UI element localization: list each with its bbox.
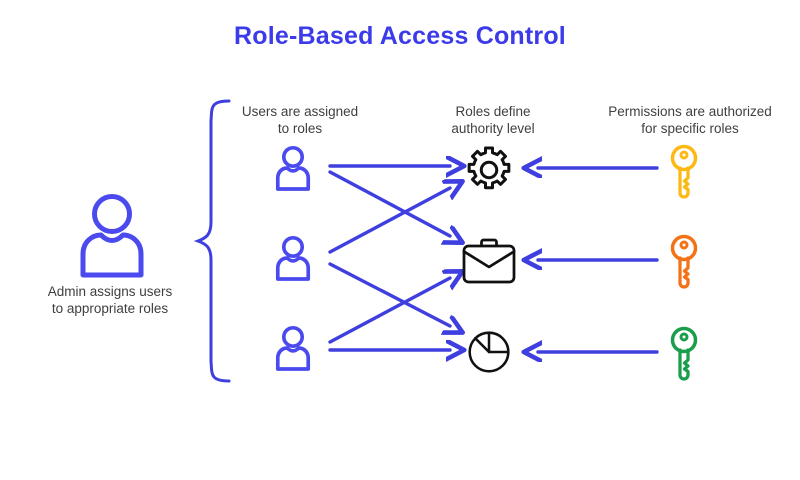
briefcase-icon (462, 238, 516, 284)
person-icon (275, 235, 311, 281)
key-3 (668, 325, 700, 383)
caption-admin: Admin assigns users to appropriate roles (47, 284, 173, 316)
pie-chart-icon (468, 331, 510, 373)
users-group-brace (193, 99, 231, 383)
arrow-u1-briefcase (328, 170, 450, 236)
key-icon (670, 234, 698, 289)
role-briefcase (461, 238, 517, 284)
key-icon (670, 144, 698, 199)
key-1 (668, 143, 700, 201)
key-icon (670, 326, 698, 381)
arrow-u3-briefcase (328, 278, 450, 344)
page-title: Role-Based Access Control (234, 22, 566, 50)
caption-users: Users are assigned to roles (241, 104, 359, 136)
person-icon (275, 325, 311, 371)
person-icon (275, 145, 311, 191)
user-3 (272, 325, 314, 371)
arrow-u2-gear (328, 188, 450, 254)
person-icon (80, 194, 144, 278)
key-2 (668, 233, 700, 291)
gear-icon (467, 146, 511, 190)
role-gear (464, 145, 514, 195)
arrow-u2-piechart (328, 262, 450, 326)
admin-avatar (72, 192, 152, 278)
user-2 (272, 235, 314, 281)
caption-permissions: Permissions are authorized for specific … (608, 104, 772, 136)
user-1 (272, 145, 314, 191)
caption-roles: Roles define authority level (451, 104, 535, 136)
role-piechart (466, 329, 512, 375)
